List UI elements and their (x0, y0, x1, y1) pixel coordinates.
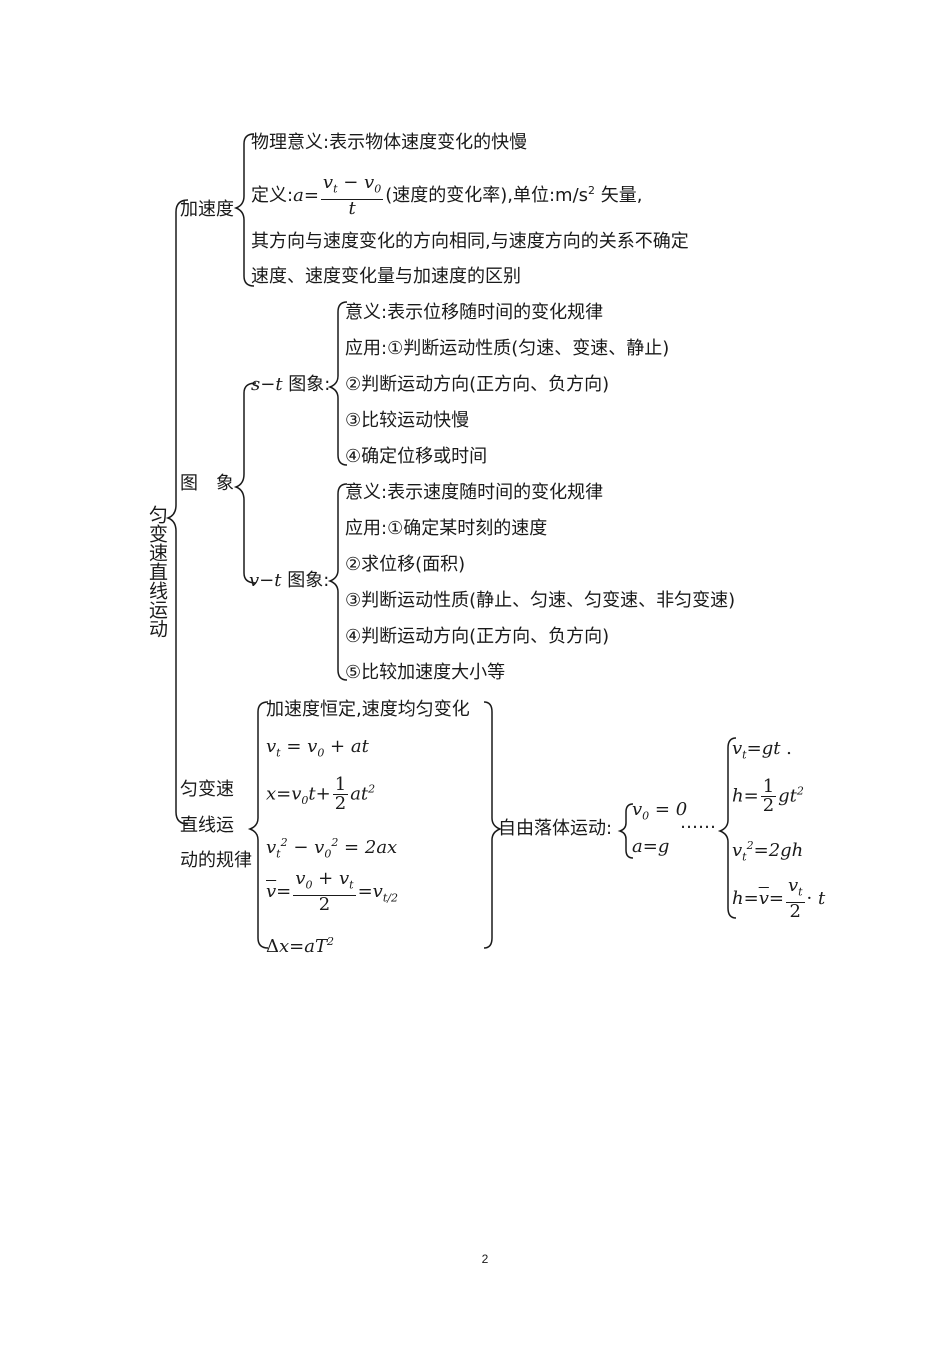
acc-difference: 速度、速度变化量与加速度的区别 (251, 266, 521, 287)
ff-velocity-formula: vt=gt . (732, 738, 792, 762)
freefall-dots: …… (680, 812, 716, 833)
st-item-3: ②判断运动方向(正方向、负方向) (345, 374, 610, 395)
law-constant: 加速度恒定,速度均匀变化 (266, 699, 470, 720)
law-delta-x-formula: Δx=aT2 (266, 935, 334, 957)
ff-speed-square-formula: vt2=2gh (732, 839, 804, 864)
acc-label: 加速度 (180, 199, 234, 220)
acc-direction: 其方向与速度变化的方向相同,与速度方向的关系不确定 (251, 231, 689, 252)
vt-item-3: ②求位移(面积) (345, 554, 466, 575)
law-label-3: 动的规律 (180, 850, 252, 871)
root-label: 匀变速直线运动 (146, 505, 168, 638)
vt-item-6: ⑤比较加速度大小等 (345, 662, 506, 683)
law-label-2: 直线运 (180, 815, 234, 836)
acc-meaning: 物理意义:表示物体速度变化的快慢 (251, 132, 528, 153)
st-item-5: ④确定位移或时间 (345, 446, 488, 467)
vt-item-1: 意义:表示速度随时间的变化规律 (345, 482, 604, 503)
st-item-4: ③比较运动快慢 (345, 410, 470, 431)
graph-label: 图 象 (180, 473, 234, 494)
freefall-label: 自由落体运动: (498, 818, 613, 839)
law-velocity-formula: vt = v0 + at (266, 736, 369, 760)
law-speed-square-formula: vt2 − v02 = 2ax (266, 836, 398, 861)
freefall-a: a=g (632, 836, 670, 857)
law-label-1: 匀变速 (180, 779, 234, 800)
st-item-2: 应用:①判断运动性质(匀速、变速、静止) (345, 338, 670, 359)
st-label: s−t 图象: (251, 374, 331, 395)
st-item-1: 意义:表示位移随时间的变化规律 (345, 302, 604, 323)
vt-item-2: 应用:①确定某时刻的速度 (345, 518, 548, 539)
root-brace (165, 199, 189, 825)
vt-item-4: ③判断运动性质(静止、匀速、匀变速、非匀变速) (345, 590, 736, 611)
vt-label: v−t 图象: (249, 570, 330, 591)
graph-brace (233, 382, 257, 584)
freefall-v0: v0 = 0 (632, 799, 688, 823)
vt-brace (327, 483, 348, 681)
page-number: 2 (481, 1252, 489, 1266)
vt-item-5: ④判断运动方向(正方向、负方向) (345, 626, 610, 647)
